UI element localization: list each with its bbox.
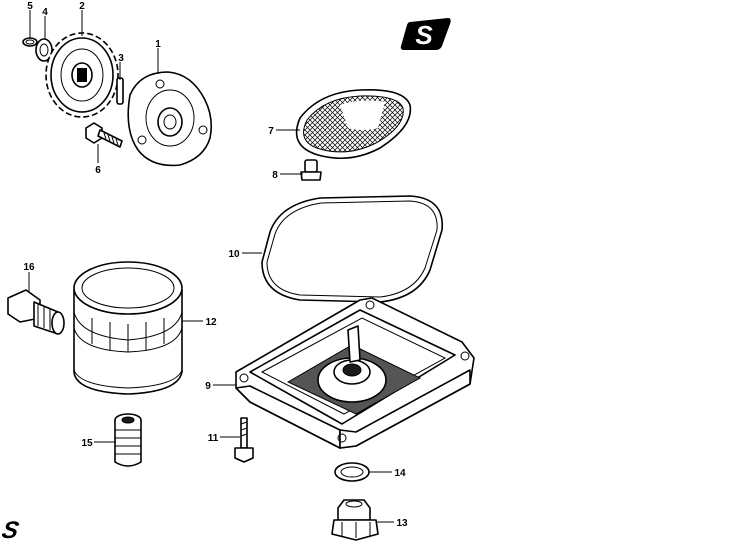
part-15-stud [114,413,142,467]
callout-3: 3 [118,53,124,64]
part-7-oil-strainer [295,88,412,160]
part-4-washer [35,38,53,62]
part-11-bolt [234,417,254,463]
callout-11: 11 [208,433,219,444]
callout-14: 14 [394,468,406,479]
callout-4: 4 [42,7,48,18]
part-16-oil-switch [7,289,65,335]
part-10-gasket [261,195,443,303]
stels-logo: STELS [0,517,24,544]
part-5-o-ring [22,37,38,47]
part-6-bolt [85,122,123,148]
callout-10: 10 [228,249,240,260]
emblem-letter: S [415,20,433,50]
callout-8: 8 [272,170,278,181]
brand-emblem-icon: S [400,18,451,50]
part-1-oil-pump-body [127,71,212,167]
part-8-screw [300,159,322,181]
part-2-pump-gear [45,32,119,118]
part-9-oil-pan-cover [235,297,475,449]
callout-2: 2 [79,1,85,12]
callout-1: 1 [155,39,161,50]
part-12-oil-filter [73,261,183,395]
callout-15: 15 [81,438,93,449]
leader-lines [28,10,394,523]
callout-16: 16 [23,262,35,273]
callout-6: 6 [95,165,101,176]
callout-13: 13 [396,518,408,529]
callout-5: 5 [27,1,33,12]
callout-labels: 5 4 2 3 1 6 7 8 10 16 12 9 15 11 14 13 [23,1,408,529]
callout-12: 12 [205,317,217,328]
part-14-o-ring [334,462,370,482]
callout-9: 9 [205,381,211,392]
stels-logo-text: STELS [0,517,24,544]
part-13-drain-plug [331,499,379,541]
part-3-dowel-pin [116,77,124,105]
callout-7: 7 [268,126,274,137]
